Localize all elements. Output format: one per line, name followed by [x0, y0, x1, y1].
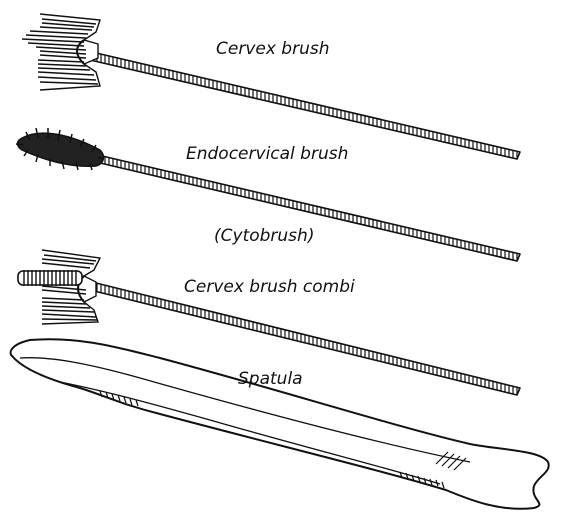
cervex-brush-combi-head: [18, 250, 100, 324]
cervex-brush-label: Cervex brush: [216, 41, 330, 58]
endocervical-brush-label: Endocervical brush: [186, 146, 348, 163]
cervex-brush-handle: [90, 52, 520, 159]
endocervical-brush-head: [16, 128, 104, 170]
spatula-label: Spatula: [238, 371, 303, 388]
cervex-brush: [22, 14, 520, 159]
spatula: [11, 339, 549, 509]
cervex-brush-combi-label: Cervex brush combi: [184, 279, 355, 296]
cytobrush-label: (Cytobrush): [214, 228, 314, 245]
cervex-brush-head: [22, 14, 100, 90]
spatula-outline: [11, 339, 549, 509]
